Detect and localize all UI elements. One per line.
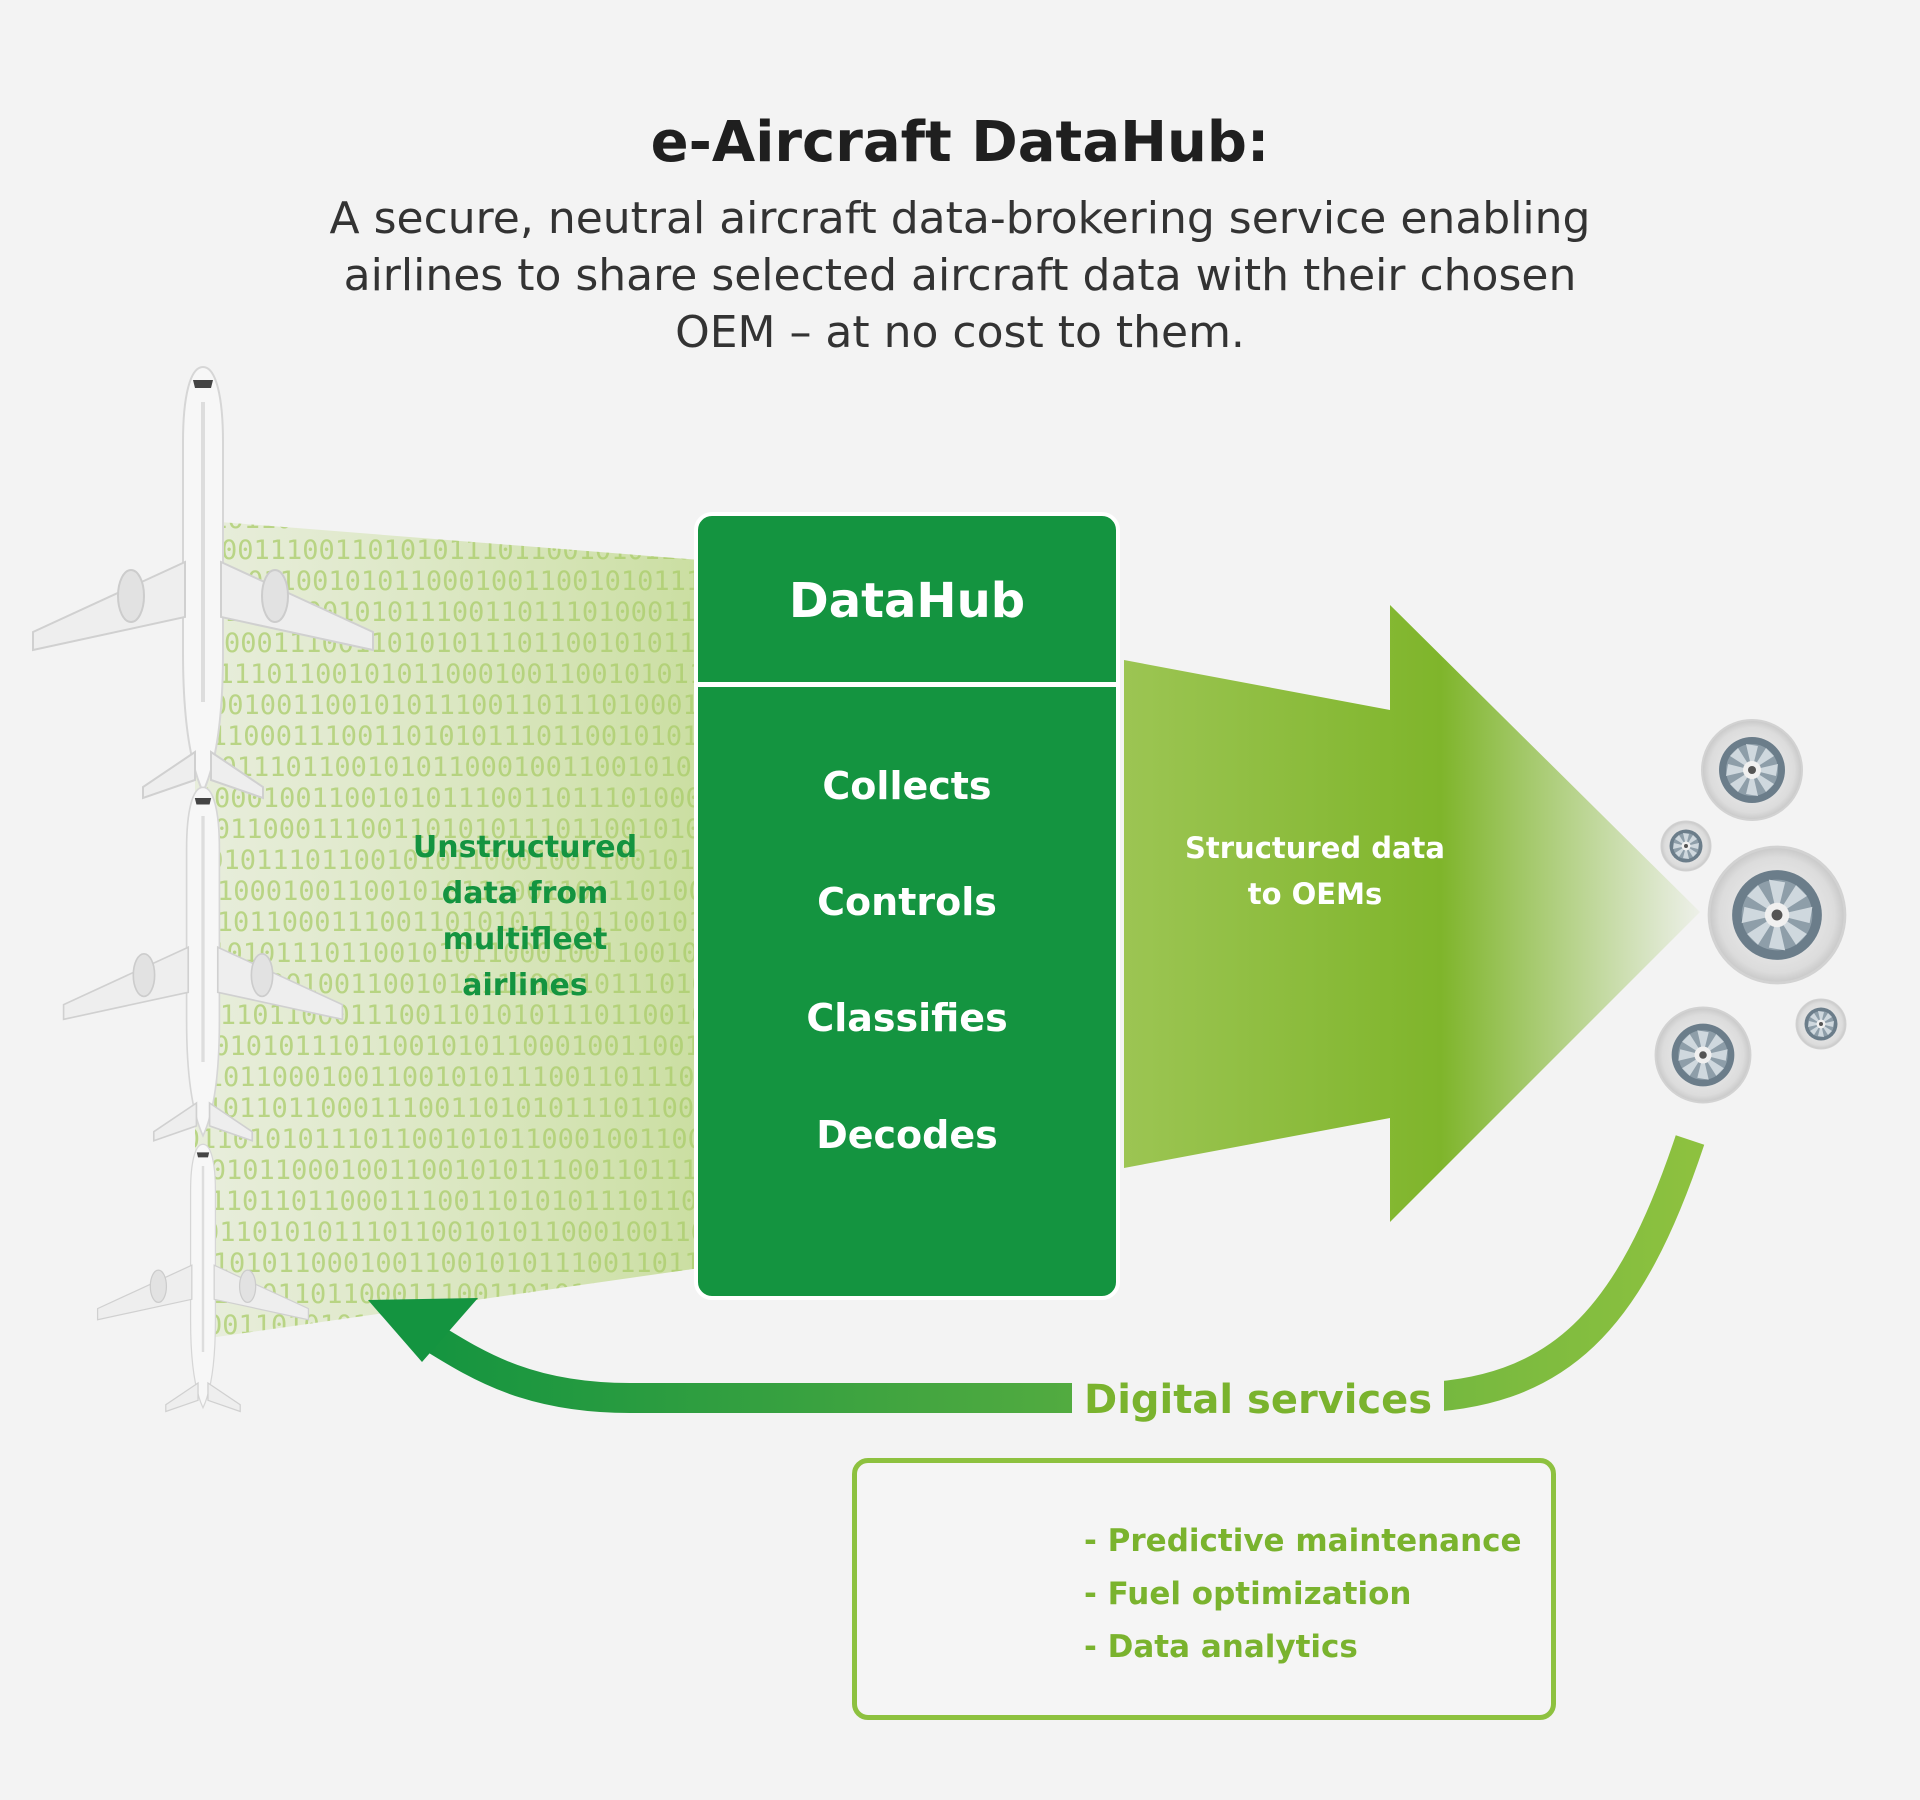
digital-services-list: - Predictive maintenance - Fuel optimiza… <box>1084 1515 1522 1674</box>
datahub-function-collects: Collects <box>822 764 992 808</box>
binary-row: 0110101011101100101011000100110010101110… <box>126 845 906 876</box>
turbofan-engine-icon <box>1701 719 1803 821</box>
data-beam <box>195 520 700 1340</box>
label-line: Unstructured <box>412 830 638 865</box>
binary-row: 1110011010101110110010101100010011001010… <box>138 1217 918 1248</box>
binary-row: 0010101100010011001010111001101110100011… <box>84 783 864 814</box>
binary-row: 0011010101110110010101100010011001010111… <box>129 938 909 969</box>
service-item-predictive-maintenance: - Predictive maintenance <box>1084 1523 1522 1559</box>
service-item-data-analytics: - Data analytics <box>1084 1629 1358 1665</box>
label-line: to OEMs <box>1247 877 1383 911</box>
datahub-function-controls: Controls <box>817 880 997 924</box>
binary-row: 1011011000111001101010111011001010110001… <box>168 907 948 938</box>
binary-row: 0110010101100010011001010111001101110100… <box>93 1062 873 1093</box>
return-arrowhead <box>368 1298 478 1362</box>
structured-data-label: Structured data to OEMs <box>1150 825 1480 917</box>
binary-row: 1101100011100110101011101100101011000100… <box>162 721 942 752</box>
label-line: airlines <box>462 968 588 1003</box>
binary-row: 1001101010111011001010110001001100101011… <box>132 1031 912 1062</box>
subtitle-line: A secure, neutral aircraft data-brokerin… <box>329 193 1591 244</box>
structured-data-arrow <box>1124 605 1700 1222</box>
datahub-function-classifies: Classifies <box>806 996 1008 1040</box>
binary-row: 1001010110001001100101011100110111010001… <box>87 876 867 907</box>
binary-data-stream: 1101101111011011000111001101010111011001… <box>81 520 957 1341</box>
turbofan-engine-icon <box>1707 845 1847 985</box>
label-line: Structured data <box>1185 831 1445 865</box>
binary-row: 0110110001110011010101110110010101100010… <box>165 814 945 845</box>
datahub-function-decodes: Decodes <box>816 1113 998 1157</box>
binary-row: 1110110110001110011010101110110010101100… <box>174 1093 954 1124</box>
service-item-fuel-optimization: - Fuel optimization <box>1084 1576 1412 1612</box>
datahub-divider <box>698 682 1116 687</box>
subtitle-line: airlines to share selected aircraft data… <box>343 250 1577 301</box>
label-line: multifleet <box>442 922 608 957</box>
binary-row: 0101011000100110010101110011011101000110… <box>81 690 861 721</box>
datahub-box: DataHub Collects Controls Classifies Dec… <box>694 512 1120 1300</box>
binary-row: 1101010111011001010110001001100101011100… <box>123 752 903 783</box>
page-title: e-Aircraft DataHub: <box>650 110 1270 175</box>
binary-row: 1011000111001101010111011001010110001001… <box>159 628 939 659</box>
binary-row: 1010101110110010101100010011001010111001… <box>120 659 900 690</box>
label-line: data from <box>441 876 609 911</box>
turbofan-engine-icon <box>1654 1006 1752 1104</box>
page-subtitle: A secure, neutral aircraft data-brokerin… <box>260 190 1660 361</box>
binary-row: 1011001010110001001100101011100110111010… <box>96 1155 876 1186</box>
binary-row: 0111001101010111011001010110001001100101… <box>141 1310 921 1341</box>
binary-row: 1111011011000111001101010111011001010110… <box>177 1186 957 1217</box>
turbofan-engine-icon <box>1795 998 1847 1050</box>
digital-services-label: Digital services <box>1072 1372 1445 1428</box>
subtitle-line: OEM – at no cost to them. <box>675 307 1245 358</box>
binary-row: 1101100101011000100110010101110011011101… <box>99 1248 879 1279</box>
digital-services-box <box>852 1458 1556 1720</box>
binary-row: 1100110101011101100101011000100110010101… <box>135 1124 915 1155</box>
datahub-title: DataHub <box>788 573 1026 629</box>
turbofan-engine-icon <box>1660 820 1712 872</box>
unstructured-data-label: Unstructured data from multifleet airlin… <box>400 825 650 1009</box>
